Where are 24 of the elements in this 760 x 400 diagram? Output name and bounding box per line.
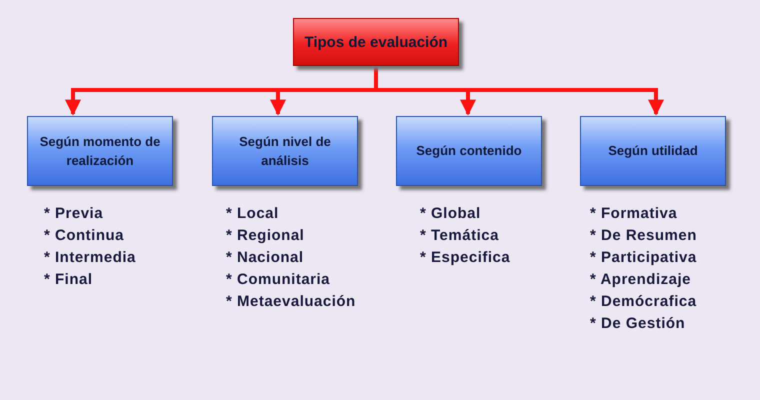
list-item: * De Gestión [590,314,686,334]
list-item: * Regional [226,226,306,246]
list-item: * Nacional [226,248,305,268]
list-item: * Demócrafica [590,292,697,312]
list-item: * Previa [44,204,104,224]
list-item: * Metaevaluación [226,292,356,312]
title-box: Tipos de evaluación [293,18,459,66]
category-box: Según contenido [396,116,542,186]
list-item: * Comunitaria [226,270,332,290]
category-box: Según nivel de análisis [212,116,358,186]
list-item: * Final [44,270,94,290]
category-box: Según momento de realización [27,116,173,186]
list-item: * Formativa [590,204,678,224]
list-item: * Local [226,204,280,224]
list-item: * Continua [44,226,125,246]
list-item: * Aprendizaje [590,270,692,290]
category-box: Según utilidad [580,116,726,186]
list-item: * De Resumen [590,226,697,246]
list-item: * Global [420,204,482,224]
list-item: * Temática [420,226,500,246]
list-item: * Especifica [420,248,510,268]
connector-arrow [374,66,664,116]
list-item: * Intermedia [44,248,136,268]
list-item: * Participativa [590,248,697,268]
